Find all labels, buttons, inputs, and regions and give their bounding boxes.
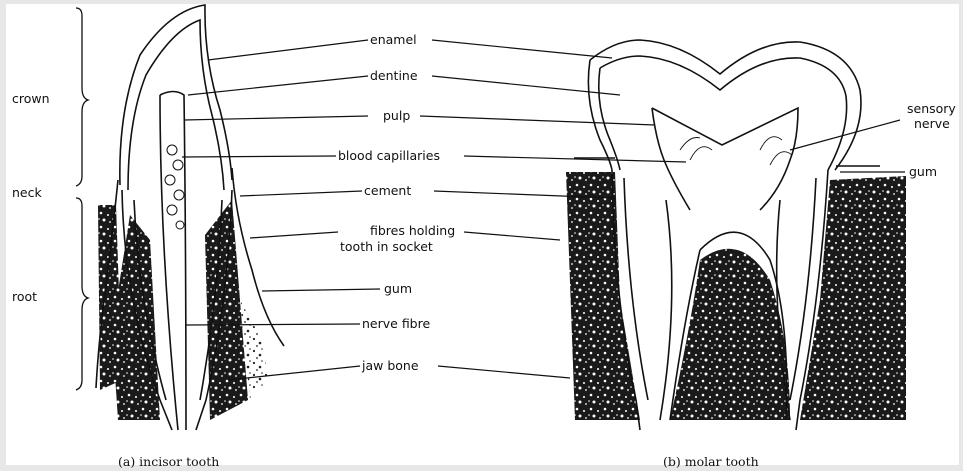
leader-lines bbox=[182, 40, 905, 380]
label-jaw-bone: jaw bone bbox=[362, 359, 419, 373]
region-braces bbox=[76, 8, 88, 390]
region-label-root: root bbox=[12, 290, 37, 304]
region-label-crown: crown bbox=[12, 92, 50, 106]
label-dentine: dentine bbox=[370, 69, 418, 83]
label-pulp: pulp bbox=[383, 109, 410, 123]
label-gum-right: gum bbox=[909, 165, 937, 179]
region-label-neck: neck bbox=[12, 186, 42, 200]
molar-tooth bbox=[566, 40, 906, 430]
label-enamel: enamel bbox=[370, 33, 417, 47]
caption-molar: (b) molar tooth bbox=[663, 454, 759, 469]
label-sensory-line1: sensory bbox=[907, 102, 956, 116]
caption-incisor: (a) incisor tooth bbox=[118, 454, 219, 469]
label-sensory-line2: nerve bbox=[914, 117, 950, 131]
label-blood-capillaries: blood capillaries bbox=[338, 149, 440, 163]
label-gum-center: gum bbox=[384, 282, 412, 296]
label-nerve-fibre: nerve fibre bbox=[362, 317, 430, 331]
label-fibres-line1: fibres holding bbox=[370, 224, 455, 238]
incisor-tooth bbox=[96, 5, 284, 430]
label-cement: cement bbox=[364, 184, 411, 198]
label-fibres-line2: tooth in socket bbox=[340, 240, 433, 254]
